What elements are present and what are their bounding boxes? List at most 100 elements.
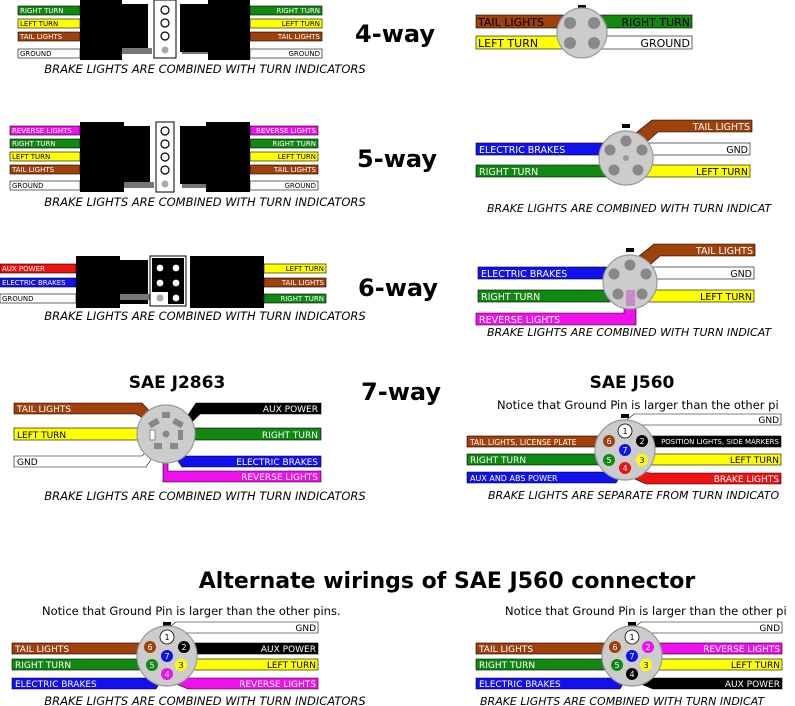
six-way-flat-connector: AUX POWER ELECTRIC BRAKES GROUND LEFT TU… <box>0 255 327 308</box>
wire-label-left-turn: LEFT TURN <box>731 661 780 671</box>
heading-four-way: 4-way <box>355 20 435 48</box>
pin-5: 5 <box>614 661 619 670</box>
wire-label-tail-lights: TAIL LIGHTS <box>14 645 69 655</box>
pin-2: 2 <box>645 643 650 652</box>
wire-label-left-turn: LEFT TURN <box>696 167 748 178</box>
pin-3: 3 <box>643 661 648 670</box>
pin-2: 2 <box>181 643 186 652</box>
note-combined: BRAKE LIGHTS ARE COMBINED WITH TURN INDI… <box>44 694 365 706</box>
wire-label-position-lights: POSITION LIGHTS, SIDE MARKERS <box>661 438 779 446</box>
pin-1: 1 <box>622 427 627 436</box>
note-combined: BRAKE LIGHTS ARE COMBINED WITH TURN INDI… <box>44 62 365 76</box>
wire-label-right-turn: RIGHT TURN <box>276 7 320 15</box>
j560-alternate-left-connector: GND AUX POWER LEFT TURN REVERSE LIGHTS T… <box>11 621 319 690</box>
pin-2: 2 <box>639 437 644 446</box>
wire-label-left-turn: LEFT TURN <box>286 265 324 273</box>
wire-label-electric-brakes: ELECTRIC BRAKES <box>479 145 565 156</box>
pin-6: 6 <box>147 643 152 652</box>
wire-label-tail-lights: TAIL LIGHTS <box>695 246 753 257</box>
wire-label-right-turn: RIGHT TURN <box>481 292 540 303</box>
wire-label-left-turn: LEFT TURN <box>12 153 50 161</box>
wire-label-gnd: GND <box>295 624 316 634</box>
wire-label-reverse-lights: REVERSE LIGHTS <box>241 473 318 483</box>
wire-label-right-turn: RIGHT TURN <box>280 295 324 303</box>
wire-label-reverse-lights: REVERSE LIGHTS <box>703 645 780 655</box>
wire-label-brake-lights: BRAKE LIGHTS <box>714 475 780 485</box>
wire-label-tail-lights: TAIL LIGHTS <box>277 33 321 41</box>
wire-label-left-turn: LEFT TURN <box>730 456 779 466</box>
pin-5: 5 <box>149 661 154 670</box>
note-ground-larger: Notice that Ground Pin is larger than th… <box>42 604 341 618</box>
wire-label-gnd: GND <box>758 416 779 426</box>
wire-label-right-turn: RIGHT TURN <box>262 431 318 441</box>
wire-label-electric-brakes: ELECTRIC BRAKES <box>15 680 97 690</box>
j560-alternate-right-connector: GND REVERSE LIGHTS LEFT TURN AUX POWER T… <box>475 621 783 690</box>
note-ground-larger: Notice that Ground Pin is larger than th… <box>505 604 787 618</box>
heading-five-way: 5-way <box>357 145 437 173</box>
pin-4: 4 <box>629 670 634 679</box>
wire-label-electric-brakes: ELECTRIC BRAKES <box>2 279 66 287</box>
note-combined-cut: BRAKE LIGHTS ARE COMBINED WITH TURN INDI… <box>480 695 765 706</box>
pin-1: 1 <box>164 633 169 642</box>
five-way-round-connector: TAIL LIGHTS GND LEFT TURN ELECTRIC BRAKE… <box>475 119 753 186</box>
wire-label-tail-lights: TAIL LIGHTS <box>692 122 750 133</box>
wire-label-electric-brakes: ELECTRIC BRAKES <box>481 269 567 280</box>
wire-label-ground: GROUND <box>20 50 52 58</box>
pin-7: 7 <box>629 652 634 661</box>
wire-label-aux-power: AUX POWER <box>263 405 318 415</box>
note-combined-cut: BRAKE LIGHTS ARE COMBINED WITH TURN INDI… <box>487 202 772 215</box>
wire-label-left-turn: LEFT TURN <box>700 292 752 303</box>
wire-label-electric-brakes: ELECTRIC BRAKES <box>479 680 561 690</box>
wire-label-tail-lights: TAIL LIGHTS <box>11 166 55 174</box>
wire-label-tail-lights: TAIL LIGHTS <box>19 33 63 41</box>
four-way-flat-connector: RIGHT TURN LEFT TURN TAIL LIGHTS GROUND … <box>17 0 323 60</box>
wire-label-aux-abs: AUX AND ABS POWER <box>470 474 558 483</box>
wire-label-right-turn: RIGHT TURN <box>15 661 71 671</box>
pin-6: 6 <box>612 643 617 652</box>
pin-6: 6 <box>606 437 611 446</box>
wire-label-aux-power: AUX POWER <box>261 645 316 655</box>
wire-label-gnd: GND <box>726 145 748 156</box>
pin-3: 3 <box>178 661 183 670</box>
wire-label-tail-lights: TAIL LIGHTS <box>281 279 325 287</box>
note-ground-larger: Notice that Ground Pin is larger than th… <box>497 398 779 412</box>
four-way-round-connector: TAIL LIGHTS LEFT TURN RIGHT TURN GROUND <box>475 5 693 59</box>
wire-label-gnd: GND <box>759 624 780 634</box>
heading-six-way: 6-way <box>358 274 438 302</box>
heading-alternate: Alternate wirings of SAE J560 connector <box>199 569 696 594</box>
six-way-round-connector: TAIL LIGHTS GND LEFT TURN ELECTRIC BRAKE… <box>475 243 756 326</box>
wire-label-right-turn: RIGHT TURN <box>272 140 316 148</box>
wire-label-tail-lights: TAIL LIGHTS <box>273 166 317 174</box>
pin-1: 1 <box>629 633 634 642</box>
pin-7: 7 <box>622 446 627 455</box>
wire-label-left-turn: LEFT TURN <box>20 20 58 28</box>
wire-label-tail-lights: TAIL LIGHTS <box>478 645 533 655</box>
heading-seven-way: 7-way <box>361 378 441 406</box>
wire-label-reverse-lights: REVERSE LIGHTS <box>239 680 316 690</box>
wire-label-right-turn: RIGHT TURN <box>479 167 538 178</box>
wire-label-tail-lights: TAIL LIGHTS <box>16 405 71 415</box>
wire-label-tail-license: TAIL LIGHTS, LICENSE PLATE <box>469 438 577 447</box>
wire-label-ground: GROUND <box>284 182 316 190</box>
note-combined: BRAKE LIGHTS ARE COMBINED WITH TURN INDI… <box>44 309 365 323</box>
wire-label-reverse-lights: REVERSE LIGHTS <box>479 315 560 326</box>
wire-label-ground: GROUND <box>12 182 44 190</box>
wire-label-left-turn: LEFT TURN <box>17 431 66 441</box>
pin-4: 4 <box>164 670 169 679</box>
wire-label-right-turn: RIGHT TURN <box>621 16 690 29</box>
wire-label-ground: GROUND <box>640 37 690 50</box>
note-separate: BRAKE LIGHTS ARE SEPARATE FROM TURN INDI… <box>488 489 779 502</box>
wire-label-left-turn: LEFT TURN <box>282 20 320 28</box>
pin-3: 3 <box>639 456 644 465</box>
heading-sae-j2863: SAE J2863 <box>129 373 226 393</box>
wire-label-aux-power: AUX POWER <box>2 265 45 273</box>
heading-sae-j560: SAE J560 <box>590 373 675 393</box>
wire-label-reverse-lights: REVERSE LIGHTS <box>12 127 72 135</box>
wire-label-electric-brakes: ELECTRIC BRAKES <box>236 458 318 468</box>
note-combined-cut: BRAKE LIGHTS ARE COMBINED WITH TURN INDI… <box>487 326 772 339</box>
pin-5: 5 <box>606 456 611 465</box>
wire-label-ground: GROUND <box>288 50 320 58</box>
wire-label-right-turn: RIGHT TURN <box>20 7 64 15</box>
wire-label-aux-power: AUX POWER <box>725 680 780 690</box>
